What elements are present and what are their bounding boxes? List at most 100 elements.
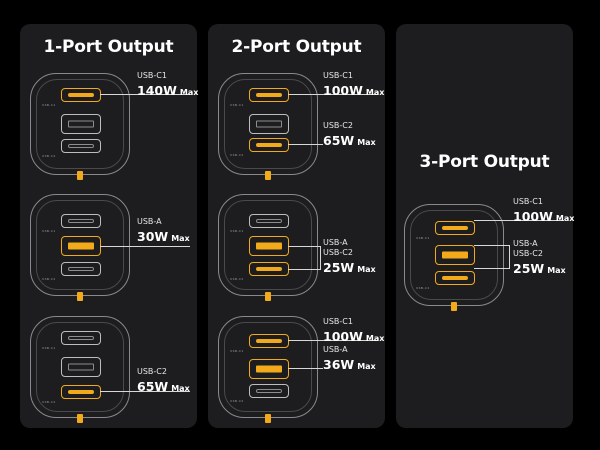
port-name: USB-C1 [323, 71, 353, 80]
leader-line [288, 246, 320, 247]
usb-c1-port [435, 221, 475, 235]
usb-c1-port [249, 334, 289, 348]
wattage: 25W [323, 260, 355, 275]
port-print-c1: USB-C1 [42, 229, 56, 233]
connector-pin [265, 292, 271, 301]
max-label: Max [171, 384, 190, 393]
usb-c2-port [249, 138, 289, 152]
usb-c2-port [249, 262, 289, 276]
wattage: 100W [513, 209, 553, 224]
max-label: Max [357, 265, 376, 274]
port-print-c1: USB-C1 [230, 229, 244, 233]
port-print-c2: USB-C2 [42, 154, 56, 158]
connector-pin [451, 302, 457, 311]
max-label: Max [171, 234, 190, 243]
usb-c1-port [249, 88, 289, 102]
port-name: USB-C2 [137, 367, 167, 376]
usb-a-port [61, 236, 101, 256]
usb-a-port [435, 245, 475, 265]
port-name: USB-A [137, 217, 162, 226]
leader-line [288, 94, 378, 95]
port-name: USB-C2 [513, 249, 543, 258]
usb-a-port [249, 114, 289, 134]
leader-line [474, 245, 509, 246]
port-print-c1: USB-C1 [42, 346, 56, 350]
leader-line [100, 391, 190, 392]
usb-c2-port [61, 262, 101, 276]
port-name: USB-A [513, 239, 538, 248]
charger-diagram: USB-C1 USB-C2 [30, 316, 130, 423]
max-label: Max [555, 214, 575, 223]
connector-pin [77, 414, 83, 423]
wattage: 100W [323, 329, 363, 344]
wattage: 30W [137, 229, 169, 244]
port-print-c2: USB-C2 [42, 277, 56, 281]
leader-line [474, 220, 564, 221]
port-name: USB-C1 [323, 317, 353, 326]
charger-diagram: USB-C1 USB-C2 [218, 194, 318, 301]
usb-a-port [61, 357, 101, 377]
port-print-c2: USB-C2 [230, 399, 244, 403]
panel-title: 1-Port Output [43, 37, 174, 57]
max-label: Max [365, 334, 385, 343]
port-print-c2: USB-C2 [230, 153, 244, 157]
port-name: USB-C2 [323, 121, 353, 130]
leader-line [100, 94, 190, 95]
usb-a-port [61, 114, 101, 134]
port-name: USB-C2 [323, 248, 353, 257]
leader-line [288, 368, 323, 369]
port-print-c1: USB-C1 [230, 103, 244, 107]
max-label: Max [357, 138, 376, 147]
usb-c1-port [61, 214, 101, 228]
max-label: Max [547, 266, 566, 275]
port-name: USB-C1 [513, 197, 543, 206]
leader-line [474, 268, 509, 269]
max-label: Max [365, 88, 385, 97]
port-print-c1: USB-C1 [230, 349, 244, 353]
usb-a-port [249, 236, 289, 256]
max-label: Max [179, 88, 199, 97]
bracket-line [509, 245, 510, 269]
port-print-c2: USB-C2 [416, 286, 430, 290]
usb-c2-port [435, 271, 475, 285]
charger-diagram: USB-C1 USB-C2 [218, 316, 318, 423]
wattage: 65W [137, 379, 169, 394]
connector-pin [265, 171, 271, 180]
wattage: 36W [323, 357, 355, 372]
connector-pin [77, 171, 83, 180]
charger-diagram: USB-C1 USB-C2 [30, 73, 130, 180]
port-print-c1: USB-C1 [416, 236, 430, 240]
connector-pin [77, 292, 83, 301]
port-print-c2: USB-C2 [42, 400, 56, 404]
panel-title: 2-Port Output [231, 37, 362, 57]
leader-line [100, 246, 190, 247]
bracket-line [320, 246, 321, 270]
max-label: Max [357, 362, 376, 371]
port-name: USB-A [323, 345, 348, 354]
leader-line [288, 269, 320, 270]
usb-c2-port [61, 139, 101, 153]
port-name: USB-C1 [137, 71, 167, 80]
port-print-c2: USB-C2 [230, 277, 244, 281]
leader-line [288, 144, 323, 145]
charger-diagram: USB-C1 USB-C2 [404, 204, 504, 311]
leader-line [288, 340, 378, 341]
wattage: 100W [323, 83, 363, 98]
wattage: 25W [513, 261, 545, 276]
usb-c2-port [249, 384, 289, 398]
usb-a-port [249, 359, 289, 379]
port-print-c1: USB-C1 [42, 103, 56, 107]
wattage: 65W [323, 133, 355, 148]
usb-c1-port [61, 331, 101, 345]
